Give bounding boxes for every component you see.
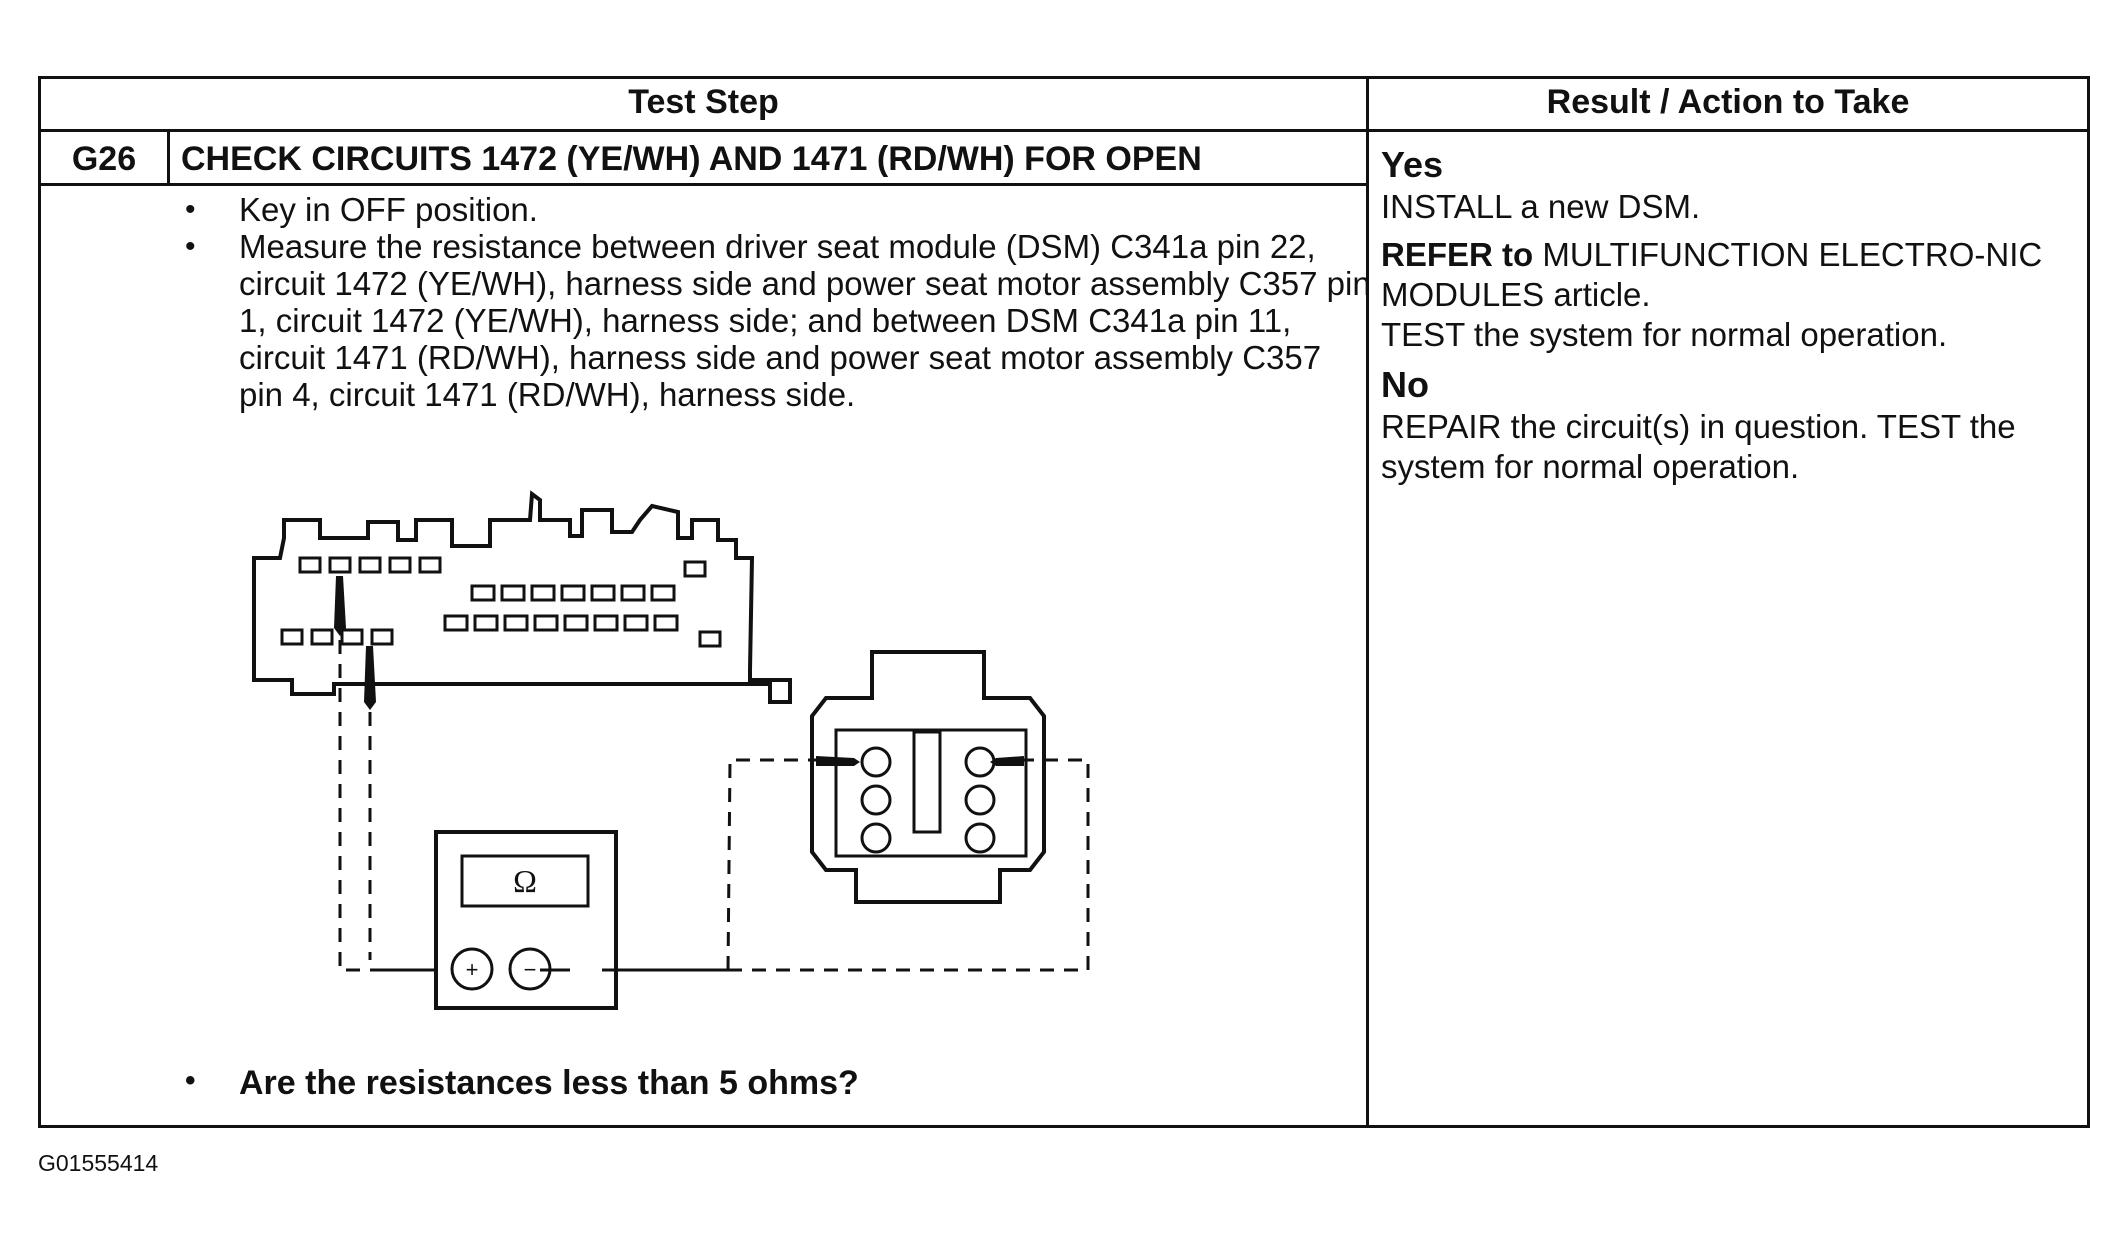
dsm-pin-row-bottom: [280, 628, 722, 648]
probe-motor-pin1: [816, 756, 860, 766]
result-panel: Yes INSTALL a new DSM. REFER to MULTIFUN…: [1381, 143, 2081, 487]
probe-pin-22: [334, 576, 346, 636]
motor-connector-c357: [810, 650, 1046, 904]
lead-motor-return: [726, 758, 816, 971]
yes-action-install: INSTALL a new DSM.: [1381, 188, 1701, 225]
step-title: CHECK CIRCUITS 1472 (YE/WH) AND 1471 (RD…: [181, 139, 1202, 178]
step-id-divider: [167, 129, 170, 183]
yes-action-refer: REFER to MULTIFUNCTION ELECTRO-NIC MODUL…: [1381, 235, 2081, 315]
ohm-symbol: Ω: [513, 863, 537, 899]
figure-code: G01555414: [38, 1150, 159, 1176]
ohmmeter: [434, 830, 618, 1010]
probe-motor-pin4: [990, 756, 1024, 766]
step-instructions: Key in OFF position. Measure the resista…: [171, 191, 1371, 413]
dsm-pin-row-top: [298, 556, 707, 578]
dsm-pin-row-lower: [443, 614, 679, 632]
lead-motor-side: [728, 758, 1090, 972]
column-divider: [1366, 79, 1369, 1125]
title-divider: [41, 183, 1366, 186]
wiring-diagram: Ω + −: [252, 490, 1090, 1010]
refer-keyword: REFER to: [1381, 236, 1534, 273]
probe-pin-11: [364, 646, 376, 710]
no-label: No: [1381, 364, 1429, 405]
refer-target: MULTIFUNCTION ELECTRO-NIC MODULES articl…: [1381, 236, 2043, 313]
yes-action-test: TEST the system for normal operation.: [1381, 316, 1948, 353]
step-id: G26: [71, 139, 137, 178]
yes-label: Yes: [1381, 144, 1444, 185]
dsm-connector-c341a: [252, 490, 792, 704]
header-divider: [41, 129, 2087, 132]
test-step-header: Test Step: [628, 83, 779, 121]
minus-terminal: −: [524, 957, 537, 982]
instruction-item: Key in OFF position.: [171, 191, 1371, 228]
test-step-table: Test Step Result / Action to Take G26 CH…: [38, 76, 2090, 1128]
lead-pin22: [338, 640, 436, 972]
no-action: REPAIR the circuit(s) in question. TEST …: [1381, 408, 2016, 485]
step-question: Are the resistances less than 5 ohms?: [171, 1064, 859, 1103]
instruction-item: Measure the resistance between driver se…: [171, 228, 1371, 413]
result-action-header: Result / Action to Take: [1546, 83, 1910, 121]
dsm-pin-row-middle: [470, 584, 676, 602]
plus-terminal: +: [466, 957, 479, 982]
